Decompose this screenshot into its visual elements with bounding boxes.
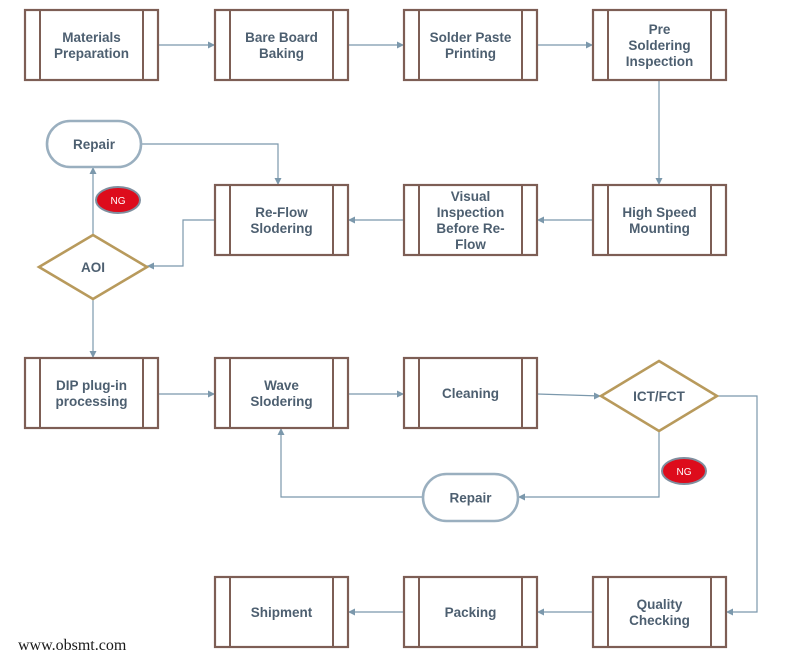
connector-repair-to-wave [280, 428, 423, 498]
connector-pre-inspection-to-mounting-arrowhead [655, 178, 663, 185]
step-packing: Packing [402, 575, 539, 649]
step-printing-label-line-1: Solder Paste [430, 30, 512, 45]
step-wave-frame [213, 356, 350, 430]
step-cleaning-label-line-1: Cleaning [442, 386, 499, 401]
connector-printing-to-pre-inspection-arrowhead [586, 41, 593, 49]
terminal-repair-top: Repair [45, 119, 143, 169]
connector-baking-to-printing-arrowhead [397, 41, 404, 49]
step-dip-label-line-1: DIP plug-in [56, 378, 127, 393]
step-packing-label-line-1: Packing [445, 605, 497, 620]
decision-ict-label: ICT/FCT [633, 389, 685, 404]
connector-ict-to-quality [717, 395, 758, 613]
step-pre-inspection-label-line-2: Soldering [628, 38, 690, 53]
badge-ng-top-shape [95, 186, 141, 214]
step-dip-frame [23, 356, 160, 430]
terminal-repair-top-label: Repair [73, 137, 116, 152]
badge-ng-top: NG [95, 186, 141, 214]
connector-wave-to-cleaning-arrowhead [397, 390, 404, 398]
step-pre-inspection-frame [591, 8, 728, 82]
step-materials-label-line-1: Materials [62, 30, 121, 45]
step-cleaning-frame [402, 356, 539, 430]
step-visual-label-line-2: Inspection [437, 205, 505, 220]
step-visual-frame [402, 183, 539, 257]
flow-connectors [89, 41, 758, 616]
connector-quality-to-packing-arrowhead [537, 608, 544, 616]
step-wave-label-line-2: Slodering [250, 394, 312, 409]
decision-ict: ICT/FCT [598, 359, 720, 433]
badge-ng-bottom-label: NG [677, 467, 692, 478]
connector-aoi-to-dip-arrowhead [89, 351, 97, 358]
step-mounting-label-line-2: Mounting [629, 221, 690, 236]
connector-reflow-to-aoi [147, 219, 215, 267]
terminal-repair-top-shape [45, 119, 143, 169]
terminal-repair-bottom: Repair [421, 472, 520, 523]
connector-visual-to-reflow-arrowhead [348, 216, 355, 224]
connector-dip-to-wave-arrowhead [208, 390, 215, 398]
connector-repair-to-wave-arrowhead [277, 428, 285, 435]
website-footer: www.obsmt.com [18, 637, 127, 654]
step-visual-label-line-3: Before Re- [436, 221, 504, 236]
step-reflow-frame [213, 183, 350, 257]
step-pre-inspection-label-line-3: Inspection [626, 54, 694, 69]
step-printing-label-line-2: Printing [445, 46, 496, 61]
connector-cleaning-to-ict [536, 393, 602, 397]
terminal-repair-bottom-shape [421, 472, 520, 523]
step-baking-frame [213, 8, 350, 82]
step-pre-inspection-label-line-1: Pre [649, 22, 671, 37]
step-visual-label-line-1: Visual [451, 189, 491, 204]
decision-aoi-label: AOI [81, 260, 105, 275]
step-dip-label-line-2: processing [55, 394, 127, 409]
step-reflow-label-line-1: Re-Flow [255, 205, 308, 220]
badge-ng-top-label: NG [111, 196, 126, 207]
step-shipment-frame [213, 575, 350, 649]
step-mounting-label-line-1: High Speed [622, 205, 696, 220]
terminal-repair-bottom-label: Repair [449, 491, 492, 506]
connector-mounting-to-visual-arrowhead [537, 216, 544, 224]
connector-ict-to-repair [518, 431, 660, 498]
connector-repair-to-reflow-arrowhead [274, 178, 282, 185]
step-mounting-frame [591, 183, 728, 257]
badge-ng-bottom: NG [661, 457, 707, 485]
step-shipment: Shipment [213, 575, 350, 649]
badge-ng-bottom-shape [661, 457, 707, 485]
step-quality-label-line-2: Checking [629, 613, 690, 628]
step-materials-frame [23, 8, 160, 82]
connector-aoi-to-repair-arrowhead [89, 167, 97, 174]
step-reflow-label-line-2: Slodering [250, 221, 312, 236]
step-quality-label-line-1: Quality [637, 597, 683, 612]
step-shipment-label-line-1: Shipment [251, 605, 313, 620]
connector-repair-to-reflow [141, 143, 279, 185]
step-baking-label-line-1: Bare Board [245, 30, 318, 45]
step-packing-frame [402, 575, 539, 649]
connector-reflow-to-aoi-arrowhead [147, 262, 154, 270]
connector-packing-to-shipment-arrowhead [348, 608, 355, 616]
decision-aoi: AOI [36, 233, 150, 301]
connector-ict-to-quality-arrowhead [726, 608, 733, 616]
connector-cleaning-to-ict-arrowhead [594, 392, 601, 400]
step-printing-frame [402, 8, 539, 82]
step-quality-frame [591, 575, 728, 649]
decision-ict-shape [598, 359, 720, 433]
connector-ict-to-repair-arrowhead [518, 493, 525, 501]
decision-aoi-shape [36, 233, 150, 301]
step-wave-label-line-1: Wave [264, 378, 299, 393]
connector-materials-to-baking-arrowhead [208, 41, 215, 49]
step-materials-label-line-2: Preparation [54, 46, 129, 61]
step-cleaning: Cleaning [402, 356, 539, 430]
step-visual-label-line-4: Flow [455, 237, 486, 252]
step-baking-label-line-2: Baking [259, 46, 304, 61]
